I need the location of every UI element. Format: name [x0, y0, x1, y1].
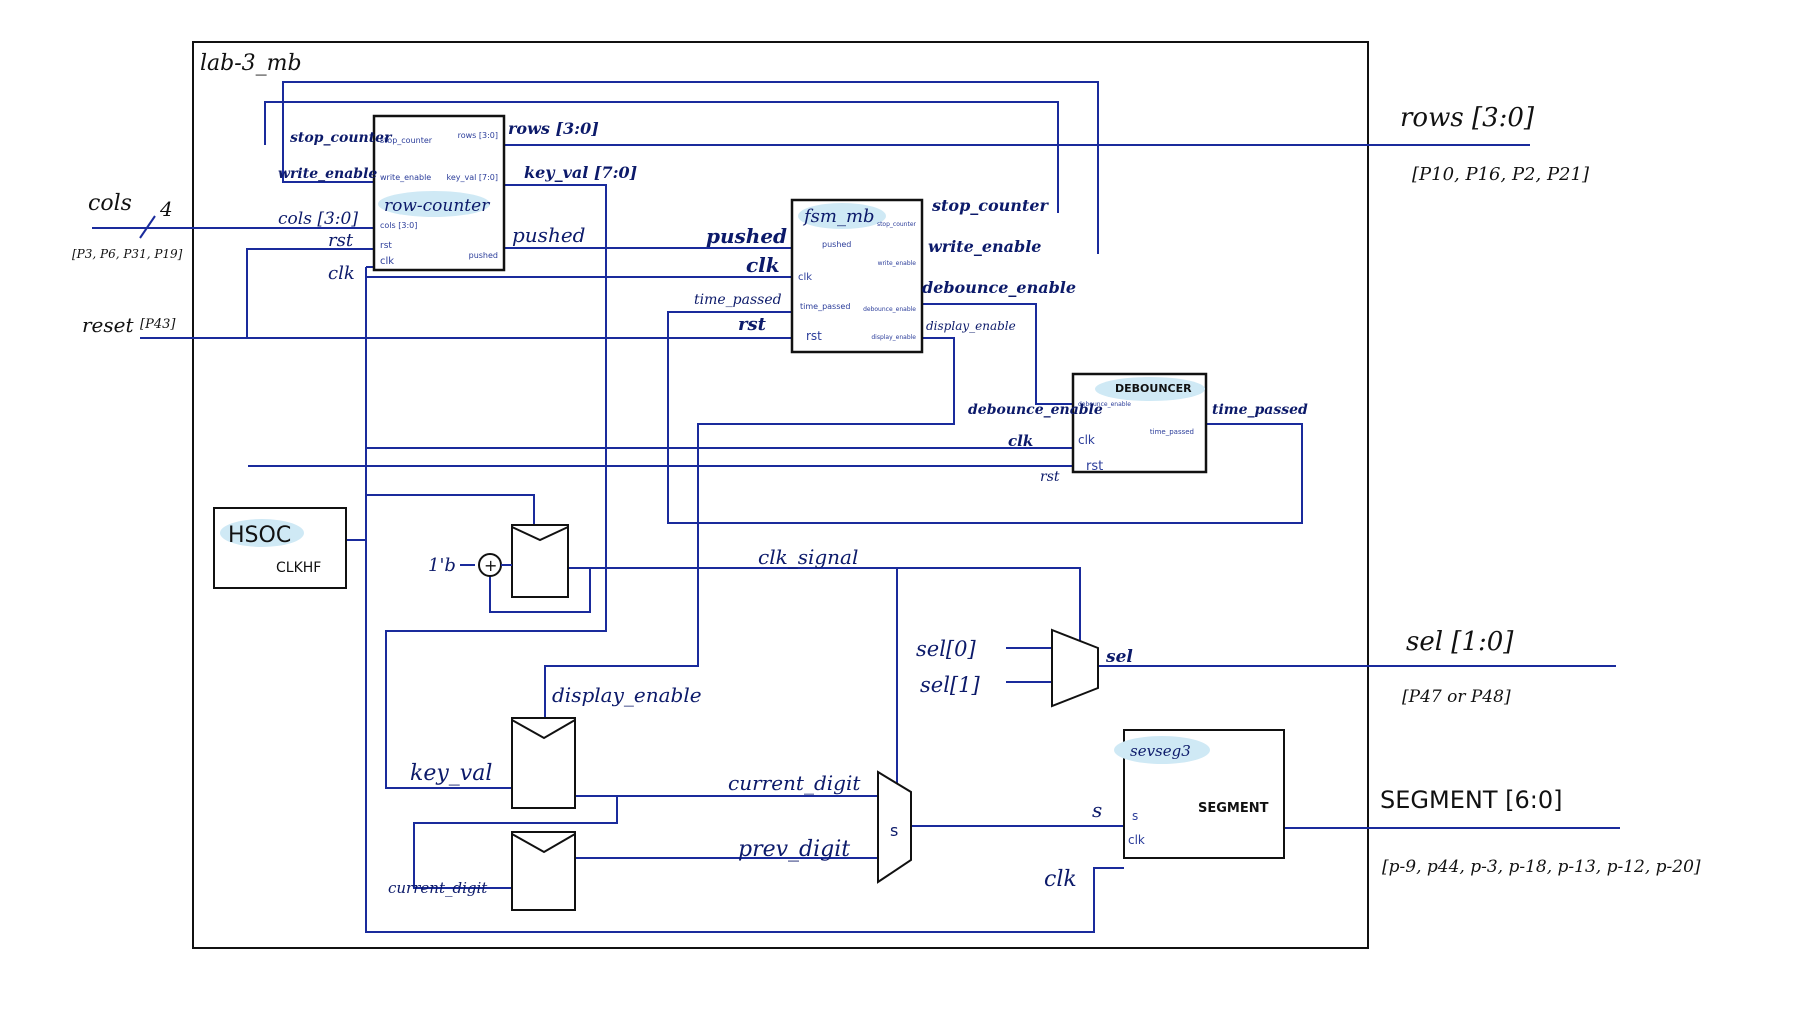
- hsoc-sub: CLKHF: [276, 560, 321, 576]
- label-stop-counter-in: stop_counter: [290, 130, 393, 146]
- fsm-port-time: time_passed: [800, 302, 850, 311]
- label-s-in: s: [1092, 798, 1102, 822]
- top-module-name: lab-3_mb: [200, 51, 302, 76]
- row-counter-port-cols: cols [3:0]: [380, 221, 417, 230]
- keyval-register: [511, 717, 576, 809]
- row-counter-port-rows: rows [3:0]: [458, 131, 498, 140]
- io-reset-name: reset: [82, 313, 134, 337]
- io-segment-name: SEGMENT [6:0]: [1380, 786, 1562, 814]
- debouncer-block: DEBOUNCER debounce_enable clk rst time_p…: [1071, 372, 1208, 474]
- sevseg-port-segment: SEGMENT: [1198, 801, 1269, 816]
- digit-mux-select: s: [890, 821, 898, 840]
- label-fsm-display-out: display_enable: [926, 319, 1016, 333]
- io-sel-name: sel [1:0]: [1406, 627, 1514, 657]
- io-rows-pins: [P10, P16, P2, P21]: [1412, 164, 1590, 185]
- counter-register: +: [478, 524, 569, 598]
- label-deb-time-out: time_passed: [1212, 402, 1308, 418]
- fsm-port-clk: clk: [798, 272, 812, 283]
- fsm-port-display: display_enable: [871, 334, 916, 341]
- label-fsm-rst-in: rst: [738, 314, 767, 335]
- row-counter-port-write: write_enable: [380, 173, 431, 182]
- label-fsm-time-in: time_passed: [694, 292, 782, 308]
- io-sel-pins: [P47 or P48]: [1402, 687, 1511, 707]
- label-prev-digit: prev_digit: [738, 837, 850, 862]
- label-rst-in: rst: [328, 230, 354, 251]
- label-current-digit-fb: current_digit: [388, 879, 488, 897]
- io-segment-pins: [p-9, p44, p-3, p-18, p-13, p-12, p-20]: [1382, 857, 1701, 877]
- label-display-enable: display_enable: [552, 683, 702, 707]
- debouncer-port-clk: clk: [1078, 433, 1095, 447]
- prev-digit-register: [511, 831, 576, 911]
- fsm-block: fsm_mb pushed clk time_passed rst stop_c…: [790, 198, 924, 354]
- label-keyval-out: key_val [7:0]: [524, 163, 637, 182]
- label-key-val: key_val: [410, 761, 492, 786]
- label-clk-signal: clk_signal: [758, 545, 858, 569]
- sevseg-name: sevseg3: [1130, 742, 1191, 760]
- adder-plus: +: [484, 556, 497, 575]
- label-sel-out: sel: [1105, 647, 1133, 667]
- debouncer-port-rst: rst: [1086, 459, 1103, 474]
- io-cols-pins: [P3, P6, P31, P19]: [72, 247, 183, 261]
- io-cols-name: cols: [88, 191, 132, 216]
- row-counter-port-pushed: pushed: [469, 251, 498, 260]
- debouncer-name: DEBOUNCER: [1115, 382, 1192, 395]
- label-current-digit: current_digit: [728, 771, 861, 795]
- row-counter-port-stop: stop_counter: [380, 136, 433, 145]
- const-1b: 1'b: [428, 555, 456, 576]
- label-deb-enable-in: debounce_enable: [968, 402, 1103, 418]
- top-module-frame: [192, 41, 1369, 949]
- fsm-port-pushed: pushed: [822, 240, 851, 249]
- sevseg-port-clk: clk: [1128, 833, 1145, 847]
- label-sel0: sel[0]: [916, 637, 976, 661]
- sevseg-block: sevseg3 s clk SEGMENT: [1114, 729, 1285, 859]
- label-deb-rst-in: rst: [1040, 469, 1060, 485]
- label-sel1: sel[1]: [920, 673, 980, 697]
- label-fsm-write-out: write_enable: [928, 237, 1041, 256]
- wires: [92, 81, 1620, 933]
- row-counter-port-rst: rst: [380, 241, 392, 251]
- sel-mux: [1051, 628, 1099, 708]
- label-cols-in: cols [3:0]: [278, 209, 358, 229]
- fsm-port-debounce: debounce_enable: [863, 306, 916, 313]
- io-cols-width: 4: [159, 197, 173, 221]
- row-counter-port-clk: clk: [380, 256, 394, 267]
- hsoc-block: HSOC CLKHF: [213, 507, 347, 589]
- row-counter-block: row-counter stop_counter write_enable co…: [372, 114, 506, 272]
- debouncer-port-enable: debounce_enable: [1078, 401, 1131, 408]
- label-clk-sevseg: clk: [1044, 867, 1077, 892]
- fsm-port-rst: rst: [806, 329, 822, 343]
- label-clk-in: clk: [328, 263, 355, 284]
- label-write-enable-in: write_enable: [278, 166, 377, 182]
- debouncer-port-time: time_passed: [1150, 428, 1194, 436]
- label-deb-clk-in: clk: [1008, 432, 1033, 450]
- hsoc-name: HSOC: [228, 523, 291, 548]
- fsm-name: fsm_mb: [802, 206, 875, 227]
- row-counter-port-keyval: key_val [7:0]: [446, 173, 498, 182]
- io-reset-pins: [P43]: [140, 317, 176, 332]
- sevseg-port-s: s: [1132, 809, 1138, 823]
- row-counter-name: row-counter: [384, 196, 490, 216]
- label-fsm-pushed-in: pushed: [706, 224, 787, 248]
- digit-mux: s: [877, 770, 912, 884]
- fsm-port-stop: stop_counter: [877, 221, 917, 228]
- label-fsm-clk-in: clk: [746, 253, 780, 277]
- label-pushed-out: pushed: [512, 223, 585, 247]
- fsm-port-write: write_enable: [878, 260, 917, 267]
- label-rows-out: rows [3:0]: [508, 119, 599, 138]
- label-fsm-stop-out: stop_counter: [931, 196, 1050, 215]
- io-rows-name: rows [3:0]: [1400, 103, 1535, 133]
- label-fsm-debounce-out: debounce_enable: [922, 278, 1076, 297]
